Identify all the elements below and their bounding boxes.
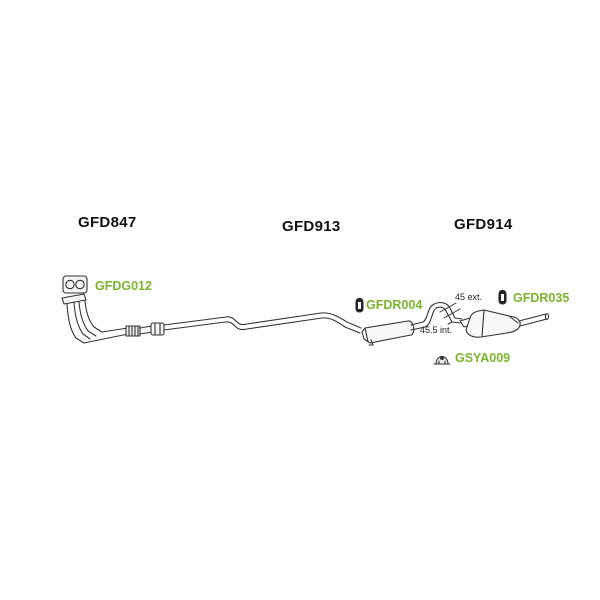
front-pipe (61, 293, 153, 344)
clamp-icon (433, 355, 451, 365)
note-internal-diameter: 45.5 int. (420, 325, 453, 335)
part-label-rear: GFD914 (454, 216, 513, 233)
accessory-label-rubber-rear: GFDR035 (513, 291, 570, 305)
note-external-diameter: 45 ext. (455, 292, 483, 302)
rubber-mount-icon-front (355, 297, 364, 313)
accessory-label-clamp: GSYA009 (455, 351, 511, 365)
accessory-label-rubber-front: GFDR004 (366, 298, 423, 312)
gasket-icon (62, 275, 88, 294)
pipe-joint (150, 322, 165, 336)
part-label-front: GFD847 (78, 214, 137, 231)
dimension-markers (439, 302, 461, 325)
part-label-middle: GFD913 (282, 218, 341, 235)
accessory-label-gasket: GFDG012 (95, 279, 152, 293)
rear-silencer (459, 309, 550, 338)
middle-pipe (163, 302, 463, 346)
rubber-mount-icon-rear (498, 289, 507, 305)
